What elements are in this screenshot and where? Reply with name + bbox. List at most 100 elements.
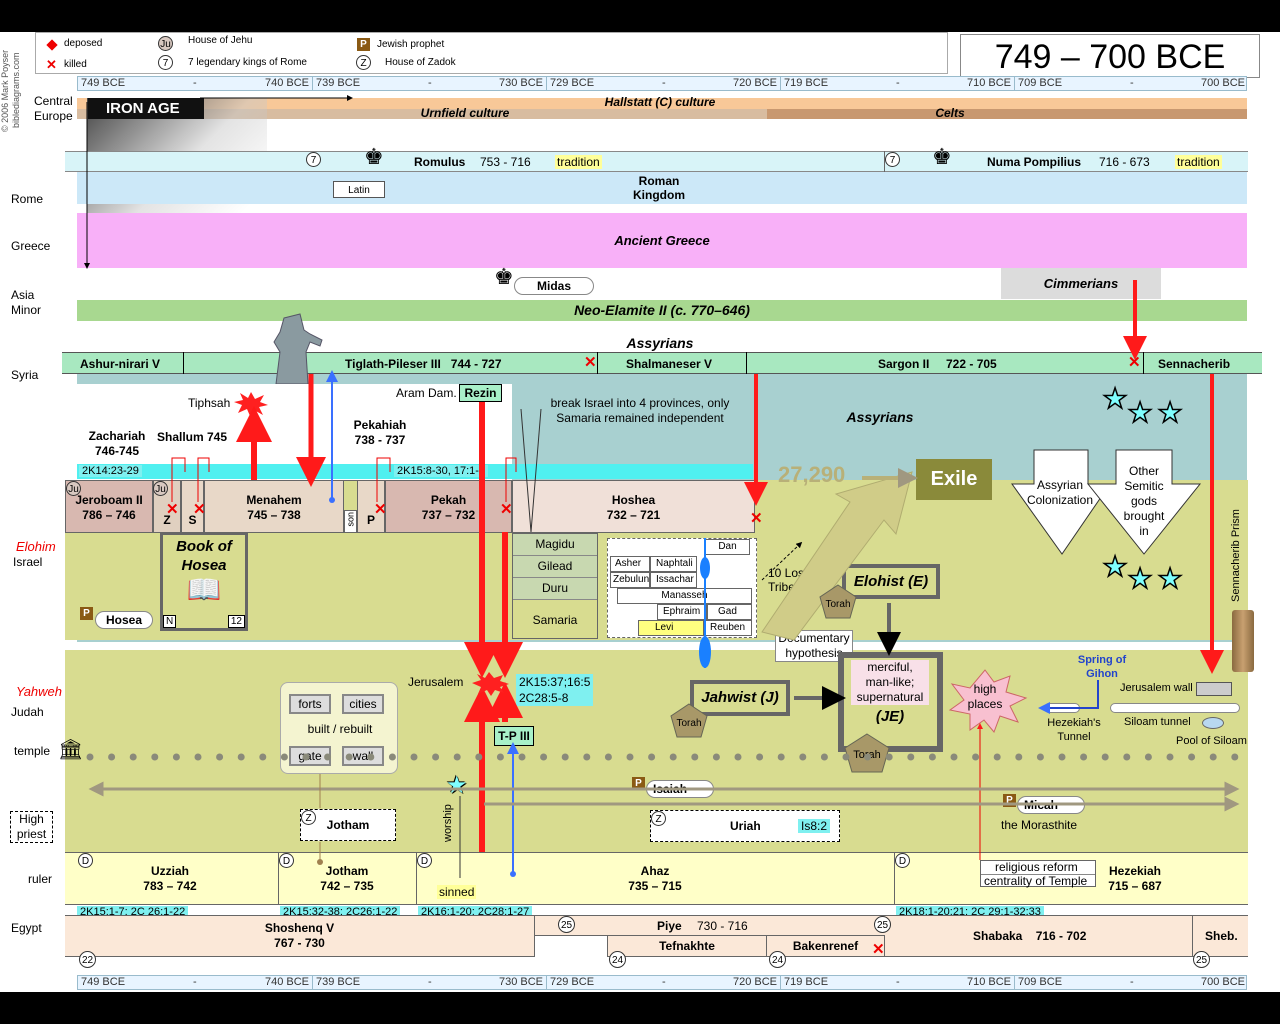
tribe-reuben: Reuben xyxy=(704,620,752,636)
hallstatt-label: Hallstatt (C) culture xyxy=(604,95,716,109)
numa-dates: 716 - 673 xyxy=(1099,155,1150,169)
dynasty-badge-25a: 25 xyxy=(558,916,575,933)
killed-mark-zachariah: ✕ xyxy=(166,501,179,518)
tribe-levi: Levi xyxy=(638,620,704,636)
assyrian-king-statue-icon xyxy=(270,312,325,384)
book-12: 12 xyxy=(227,615,245,628)
hoshea-cell: Hoshea 732 – 721 xyxy=(512,480,755,533)
spring-gihon-label: Spring of Gihon xyxy=(1077,654,1127,680)
celts-label: Celts xyxy=(935,106,965,120)
uzziah-label: Uzziah 783 – 742 xyxy=(143,864,197,893)
assyrians-title: Assyrians xyxy=(626,335,694,351)
merciful-label: merciful, man-like; supernatural xyxy=(851,660,929,705)
book-of-hosea-label: Book of Hosea xyxy=(176,538,232,574)
bakenrenef-cell: Bakenrenef xyxy=(767,936,885,957)
tribe-gad: Gad xyxy=(707,604,752,620)
isaiah-pill: Isaiah xyxy=(646,780,714,798)
uriah-label: Uriah xyxy=(730,819,761,833)
david-badge-jotham: D xyxy=(279,853,294,868)
ruler-dash: - xyxy=(428,976,432,988)
prophet-badge-micah: P xyxy=(1003,794,1016,807)
elohist-box: Elohist (E) xyxy=(842,564,940,599)
king-divider-3 xyxy=(746,352,747,374)
book-n: N xyxy=(163,615,177,628)
zadok-badge-jotham: Z xyxy=(301,810,316,825)
row-label-asia-minor: Asia Minor xyxy=(11,288,42,317)
tiphsah-burst-icon xyxy=(234,392,268,416)
row-label-egypt: Egypt xyxy=(11,921,42,935)
row-label-central-europe: Central Europe xyxy=(34,94,73,123)
king-tiglath-pileser: Tiglath-Pileser III 744 - 727 xyxy=(345,357,502,371)
ruler-dash: - xyxy=(1130,976,1134,988)
site-text: biblediagrams.com xyxy=(11,52,21,128)
king-divider-4 xyxy=(1143,352,1144,374)
ruler-end: 720 BCE xyxy=(732,77,777,89)
ruler-start: 739 BCE xyxy=(316,77,361,89)
jehu-icon: Ju xyxy=(158,36,173,51)
tribe-naphtali: Naphtali xyxy=(650,556,697,572)
judah-divider-2 xyxy=(416,852,417,905)
ruler-segment: 709 BCE-700 BCE xyxy=(1014,77,1248,90)
ancient-greece-band: Ancient Greece xyxy=(77,213,1247,268)
tribe-zebulun: Zebulun xyxy=(610,572,650,588)
ruler-segment: 709 BCE-700 BCE xyxy=(1014,976,1248,989)
ruler-segment: 749 BCE-740 BCE xyxy=(78,77,312,90)
jerusalem-wall-icon xyxy=(1196,682,1232,696)
david-badge-ahaz: D xyxy=(417,853,432,868)
pekahiah-label: Pekahiah 738 - 737 xyxy=(353,418,407,447)
row-label-yahweh: Yahweh xyxy=(16,684,63,699)
roman-kingdom-label: Roman Kingdom xyxy=(633,174,685,202)
dynasty-badge-25b: 25 xyxy=(874,916,891,933)
urnfield-band xyxy=(77,109,767,119)
david-badge-hezekiah: D xyxy=(895,853,910,868)
numa-tradition: tradition xyxy=(1175,155,1222,169)
number-27290: 27,290 xyxy=(778,462,846,487)
legend-killed: killed xyxy=(64,59,87,70)
deposed-mark-hoshea: ✕ xyxy=(750,510,763,527)
zadok-badge-uriah: Z xyxy=(651,811,666,826)
crown-icon-midas: ♚ xyxy=(494,264,514,289)
reform-box: religious reform centrality of Temple xyxy=(980,860,1096,888)
star-icon-worship: ★ xyxy=(446,772,468,799)
dynasty-badge-25c: 25 xyxy=(1193,951,1210,968)
dynasty-badge-24a: 24 xyxy=(609,951,626,968)
ruler-segment: 729 BCE-720 BCE xyxy=(546,976,780,989)
exile-box: Exile xyxy=(916,459,992,500)
killed-mark-pekah: ✕ xyxy=(500,501,513,518)
row-label-israel: Israel xyxy=(13,555,43,569)
je-label: (JE) xyxy=(875,708,905,725)
legend-rome7: 7 legendary kings of Rome xyxy=(188,57,307,68)
son-label: son xyxy=(345,511,356,527)
ruler-end: 740 BCE xyxy=(264,976,309,988)
ruler-segment: 749 BCE-740 BCE xyxy=(78,976,312,989)
crown-icon-romulus: ♚ xyxy=(364,144,384,169)
ruler-end: 740 BCE xyxy=(264,77,309,89)
ruler-end: 710 BCE xyxy=(966,976,1011,988)
king-divider-2 xyxy=(597,352,598,374)
reform-label: religious reform xyxy=(981,861,1095,875)
crown-icon-numa: ♚ xyxy=(932,144,952,169)
centrality-label: centrality of Temple xyxy=(984,874,1088,888)
celts-band xyxy=(767,109,1247,119)
ruler-start: 709 BCE xyxy=(1018,77,1063,89)
jerusalem-label: Jerusalem xyxy=(408,675,464,689)
ruler-dash: - xyxy=(896,77,900,89)
lost-tribes-label: 10 Lost Tribes xyxy=(768,566,808,594)
zadok-icon: Z xyxy=(356,55,371,70)
rome7-badge-1: 7 xyxy=(306,152,321,167)
jahwist-box: Jahwist (J) xyxy=(690,680,790,716)
colonization-label: Assyrian Colonization xyxy=(1026,478,1094,507)
roman-kingdom-band xyxy=(77,172,1247,204)
ruler-end: 730 BCE xyxy=(498,976,543,988)
ruler-end: 700 BCE xyxy=(1200,976,1245,988)
judah-divider-1 xyxy=(278,852,279,905)
tribe-asher: Asher xyxy=(610,556,650,572)
book-of-hosea-box: Book of Hosea 📖 N 12 xyxy=(160,532,248,631)
tribe-ephraim: Ephraim xyxy=(657,604,707,620)
king-divider-1 xyxy=(183,352,184,374)
micah-pill: Micah xyxy=(1017,796,1085,814)
rome7-icon: 7 xyxy=(158,55,173,70)
numa-label: Numa Pompilius xyxy=(987,155,1082,169)
